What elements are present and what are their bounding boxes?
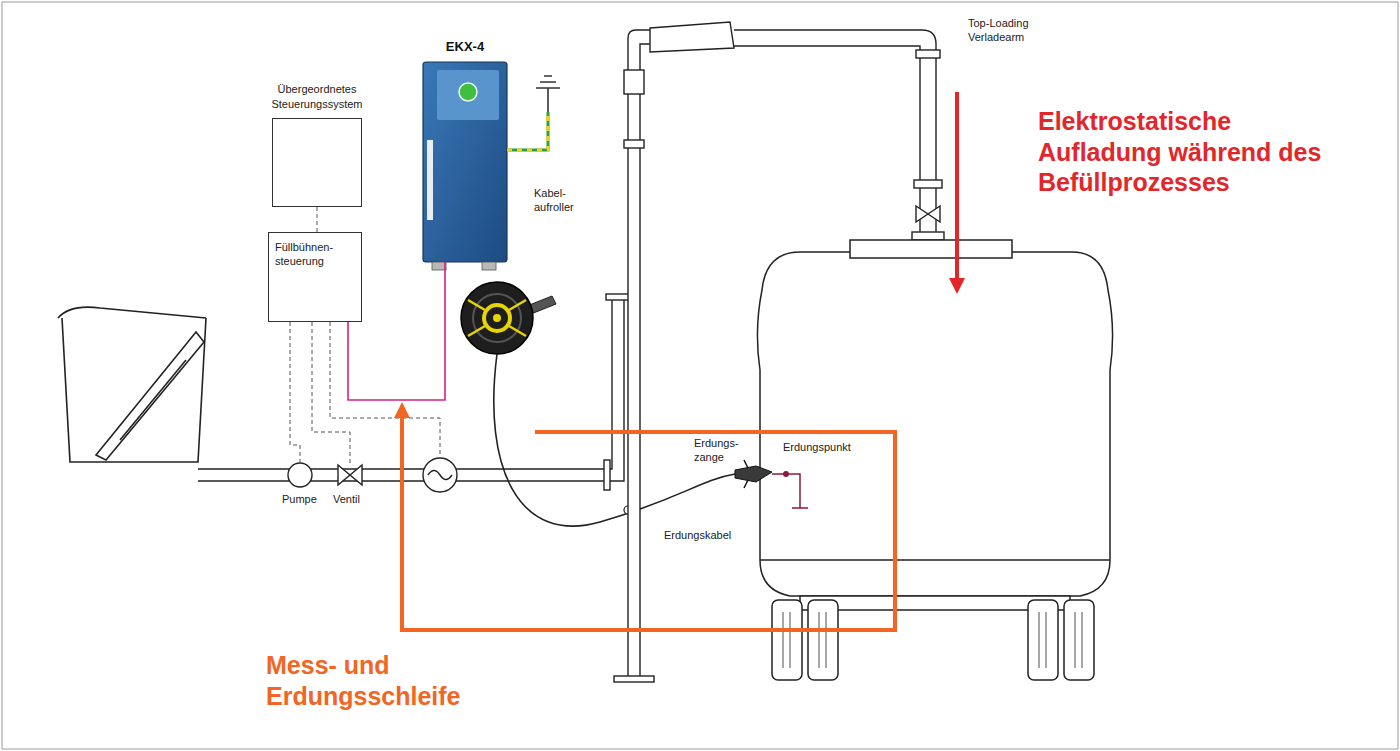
grounding-point-label: Erdungspunkt	[783, 440, 873, 454]
tank-seam	[760, 559, 1110, 561]
measuring-loop	[402, 410, 895, 630]
container-rim	[58, 307, 206, 318]
wheel	[1028, 600, 1058, 680]
control-system-box: Übergeordnetes Steuerungssystem	[272, 118, 362, 207]
earth-connection	[507, 76, 560, 150]
grounding-clamp	[735, 460, 808, 508]
pipe-flange	[604, 460, 610, 490]
flow-meter-symbol	[423, 458, 457, 492]
column-base	[614, 676, 654, 682]
tank-body	[757, 252, 1112, 596]
cable-reel	[461, 282, 556, 354]
flow-meter-sign	[428, 471, 452, 480]
clamp-label: Erdungs- zange	[694, 436, 752, 465]
box-text: Füllbühnen- steuerung	[275, 240, 355, 269]
elbow-flange	[606, 294, 630, 300]
cable-label: Erdungskabel	[664, 528, 754, 542]
ekx-device	[423, 62, 507, 270]
valve-label: Ventil	[333, 492, 383, 506]
arm-label: Top-Loading Verladearm	[968, 16, 1058, 45]
grounding-point	[772, 474, 808, 508]
arm-pipe	[734, 30, 936, 240]
arm-riser	[628, 30, 650, 70]
device-panel	[437, 70, 499, 120]
reel-hub	[493, 314, 501, 322]
status-lamp	[459, 83, 477, 101]
arm-counterweight	[650, 22, 734, 52]
pump-symbol	[288, 463, 312, 487]
container-body	[62, 318, 206, 462]
cable-gland	[432, 262, 446, 270]
charge-note: Elektrostatische Aufladung während des B…	[1038, 106, 1338, 198]
swivel-joint	[624, 70, 644, 94]
reel-ring	[473, 294, 521, 342]
control-link	[317, 207, 318, 232]
loop-label: Mess- und Erdungsschleife	[266, 650, 506, 711]
device-logo-strip	[427, 140, 433, 220]
reel-hub-ring	[484, 305, 510, 331]
device-housing	[423, 62, 507, 262]
filling-control-box: Füllbühnen- steuerung	[268, 232, 362, 322]
charge-arrow	[955, 92, 959, 286]
arm-valve	[916, 206, 940, 222]
wheel	[1064, 600, 1094, 680]
reel-drum	[461, 282, 533, 354]
earth-wire-stripe	[507, 112, 548, 150]
reel-spokes	[468, 300, 526, 336]
loading-nozzle	[912, 232, 944, 240]
signal-wire	[348, 262, 445, 400]
device-title: EKX-4	[425, 39, 505, 56]
storage-container	[58, 307, 206, 462]
pump-control-wire	[290, 322, 300, 463]
valve-control-wire	[312, 322, 350, 466]
meter-control-wire	[330, 322, 440, 458]
arm-joint	[914, 180, 942, 188]
clamp-body	[735, 466, 772, 482]
wheel	[808, 600, 838, 680]
pump-label: Pumpe	[282, 492, 332, 506]
box-text: Übergeordnetes Steuerungssystem	[257, 82, 377, 111]
grounding-bolt	[783, 471, 789, 477]
container-chute-line	[120, 360, 186, 440]
clamp-jaw	[744, 460, 748, 488]
control-wire	[290, 322, 440, 466]
ekx-device-node: EKX-4	[423, 62, 507, 262]
product-pipe	[198, 294, 630, 492]
tank-trailer	[757, 240, 1112, 680]
column-collar	[624, 140, 644, 148]
arm-joint	[916, 50, 940, 58]
support-column	[628, 92, 640, 678]
reel-label: Kabel- aufroller	[534, 186, 596, 215]
tank-dome	[850, 240, 1012, 258]
earth-wire	[507, 112, 548, 150]
container-chute	[96, 332, 204, 460]
valve-symbol	[338, 465, 362, 485]
earth-symbol	[536, 76, 560, 112]
wheel	[772, 600, 802, 680]
pipe-elbow	[610, 300, 624, 481]
wheel-tread	[783, 612, 1082, 668]
cable-gland	[482, 262, 496, 270]
